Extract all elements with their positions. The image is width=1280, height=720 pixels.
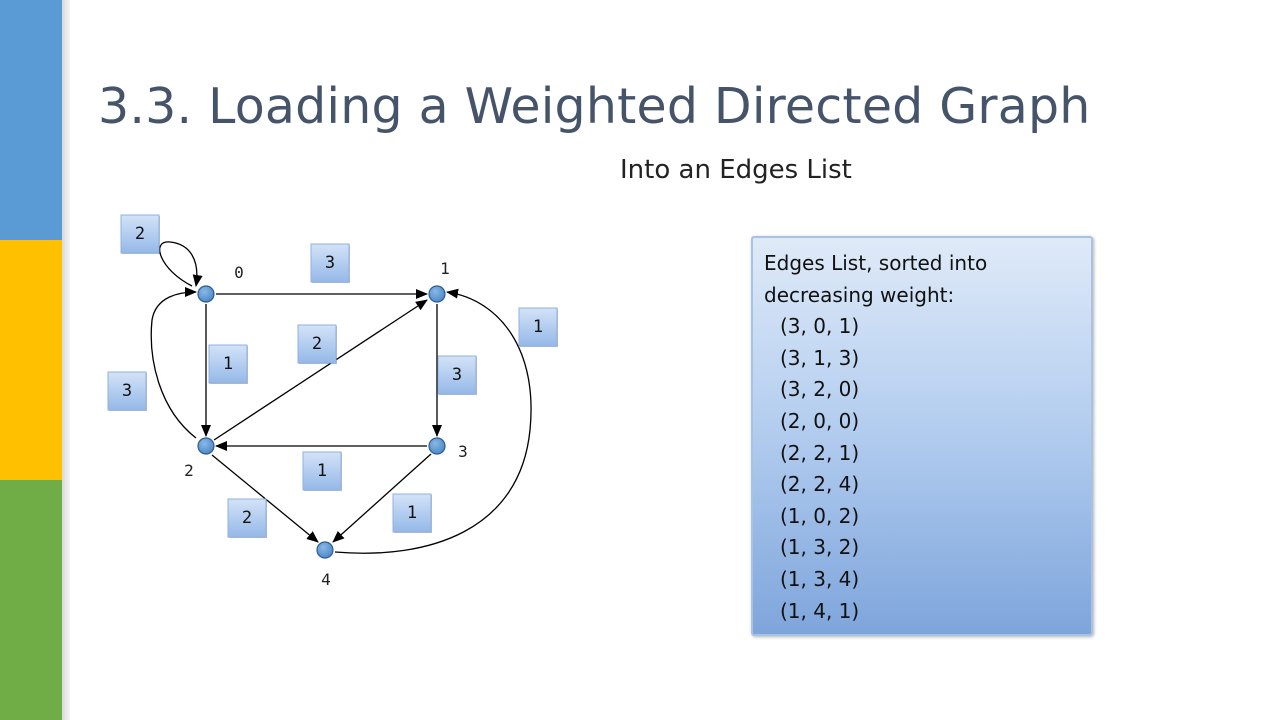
- node-layer: 0 1 2 3 4: [184, 259, 468, 589]
- edges-list-item: (1, 4, 1): [780, 598, 860, 623]
- node-3: [428, 437, 446, 455]
- weight-label-text: 3: [122, 381, 132, 401]
- weight-label: 3: [310, 243, 350, 283]
- edges-list-item: (3, 1, 3): [780, 345, 860, 370]
- weight-label-text: 1: [533, 317, 543, 337]
- node-label-4: 4: [321, 570, 331, 589]
- weight-label: 2: [297, 324, 337, 364]
- accent-bar-blue: [0, 0, 62, 240]
- edges-list-items: (3, 0, 1) (3, 1, 3) (3, 2, 0) (2, 0, 0) (2, …: [764, 311, 1081, 627]
- weight-label: 1: [208, 344, 248, 384]
- accent-bar-shadow: [62, 0, 70, 720]
- weight-label-text: 1: [407, 503, 417, 523]
- node-label-1: 1: [440, 259, 450, 278]
- weight-label-text: 2: [242, 508, 252, 528]
- weight-label: 1: [518, 307, 558, 347]
- weight-label: 1: [302, 451, 342, 491]
- edges-list-item: (2, 2, 4): [780, 472, 860, 497]
- weight-label-text: 2: [135, 224, 145, 244]
- weight-label-box: [208, 344, 248, 384]
- weight-label: 2: [227, 498, 267, 538]
- weight-label-box: [310, 243, 350, 283]
- accent-bar-yellow: [0, 240, 62, 480]
- weight-label-text: 3: [452, 365, 462, 385]
- weight-label: 3: [437, 355, 477, 395]
- weight-label-box: [227, 498, 267, 538]
- node-2: [197, 437, 215, 455]
- weight-label-box: [302, 451, 342, 491]
- weight-label-box: [107, 371, 147, 411]
- accent-bar-green: [0, 480, 62, 720]
- node-1: [428, 285, 446, 303]
- weight-label: 3: [107, 371, 147, 411]
- edge-2-0: [150, 287, 197, 439]
- node-0: [197, 285, 215, 303]
- slide-subtitle: Into an Edges List: [620, 155, 852, 185]
- edges-list-item: (2, 2, 1): [780, 440, 860, 465]
- edge-2-1: [213, 299, 428, 441]
- weight-label-text: 3: [325, 253, 335, 273]
- edges-list-box: Edges List, sorted into decreasing weigh…: [751, 236, 1093, 636]
- weight-label-box: [297, 324, 337, 364]
- edges-list-item: (3, 0, 1): [780, 314, 860, 339]
- weight-label: 1: [392, 493, 432, 533]
- slide-title: 3.3. Loading a Weighted Directed Graph: [98, 78, 1091, 135]
- weight-label-box: [518, 307, 558, 347]
- node-label-2: 2: [184, 461, 194, 480]
- weight-label-text: 1: [317, 461, 327, 481]
- weight-label-box: [437, 355, 477, 395]
- edge-layer: [150, 241, 532, 554]
- edges-list-item: (2, 0, 0): [780, 408, 860, 433]
- edge-0-0: [159, 241, 203, 287]
- edges-list-item: (1, 3, 4): [780, 566, 860, 591]
- edge-4-1: [334, 288, 532, 554]
- weight-label-box: [392, 493, 432, 533]
- node-label-3: 3: [458, 442, 468, 461]
- weight-label-text: 1: [223, 354, 233, 374]
- edges-list-item: (1, 0, 2): [780, 503, 860, 528]
- edge-3-4: [332, 453, 432, 543]
- weight-label: 2: [120, 214, 160, 254]
- edges-list-heading-line1: Edges List, sorted into: [764, 251, 988, 275]
- node-label-0: 0: [234, 263, 244, 282]
- weight-label-box: [120, 214, 160, 254]
- edges-list-item: (1, 3, 2): [780, 535, 860, 560]
- weight-label-layer: 2 3 1 2 3 3 1 1 2 1: [107, 214, 558, 538]
- node-4: [316, 541, 334, 559]
- weight-label-text: 2: [312, 334, 322, 354]
- edges-list-item: (3, 2, 0): [780, 377, 860, 402]
- edges-list-heading-line2: decreasing weight:: [764, 282, 955, 307]
